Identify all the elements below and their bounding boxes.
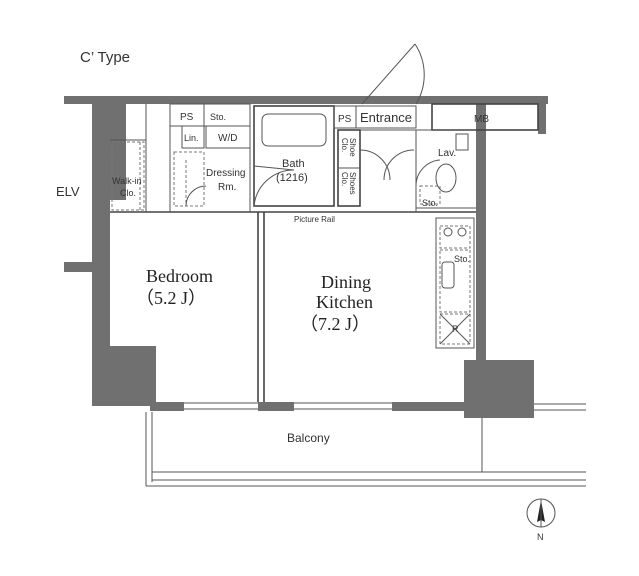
labels: ELV PS Sto. Lin. W/D Walk-in Clo. Dressi… (56, 110, 489, 445)
ps-right-label: PS (338, 114, 352, 125)
picture-rail-label: Picture Rail (294, 215, 335, 224)
balcony-rails (145, 403, 586, 487)
wd-label: W/D (218, 133, 237, 144)
shoe-clo-1a: Shoe (348, 138, 357, 157)
shoe-clo-2b: Clo. (340, 172, 349, 186)
windows (184, 402, 392, 410)
bath-label: Bath (282, 158, 305, 170)
dressing-label-1: Dressing (206, 168, 245, 179)
entrance-label: Entrance (360, 110, 412, 125)
partitions (110, 103, 539, 402)
shoe-clo-1b: Clo. (340, 138, 349, 152)
dining-label-2: Kitchen (316, 292, 373, 312)
shoe-clo-2a: Shoes (348, 172, 357, 195)
sto-kitchen-label: Sto. (454, 254, 470, 264)
dining-label-1: Dining (321, 272, 371, 292)
bath-size-label: (1216) (276, 172, 308, 184)
dashed-fixtures (111, 141, 441, 211)
balcony-label: Balcony (287, 431, 330, 445)
type-label: C’ Type (80, 49, 130, 66)
ps-left-label: PS (180, 112, 194, 123)
bedroom-label: Bedroom (146, 266, 213, 286)
sto-toilet-label: Sto. (422, 198, 438, 208)
bedroom-size-label: （5.2 J） (136, 288, 206, 308)
fridge-label: R (452, 324, 459, 334)
walkin-label-1: Walk-in (112, 176, 142, 186)
structural-walls (64, 96, 548, 418)
dressing-label-2: Rm. (218, 182, 236, 193)
compass-n-label: N (537, 532, 544, 542)
compass-icon: N (526, 498, 556, 542)
elv-label: ELV (56, 184, 80, 199)
doors (185, 43, 441, 207)
toilet (435, 133, 469, 193)
lin-label: Lin. (184, 133, 199, 143)
walkin-label-2: Clo. (120, 188, 136, 198)
mb-label: MB (474, 114, 489, 125)
lav-label: Lav. (438, 148, 456, 159)
dining-size-label: （7.2 J） (300, 314, 370, 334)
sto-top-label: Sto. (210, 112, 226, 122)
